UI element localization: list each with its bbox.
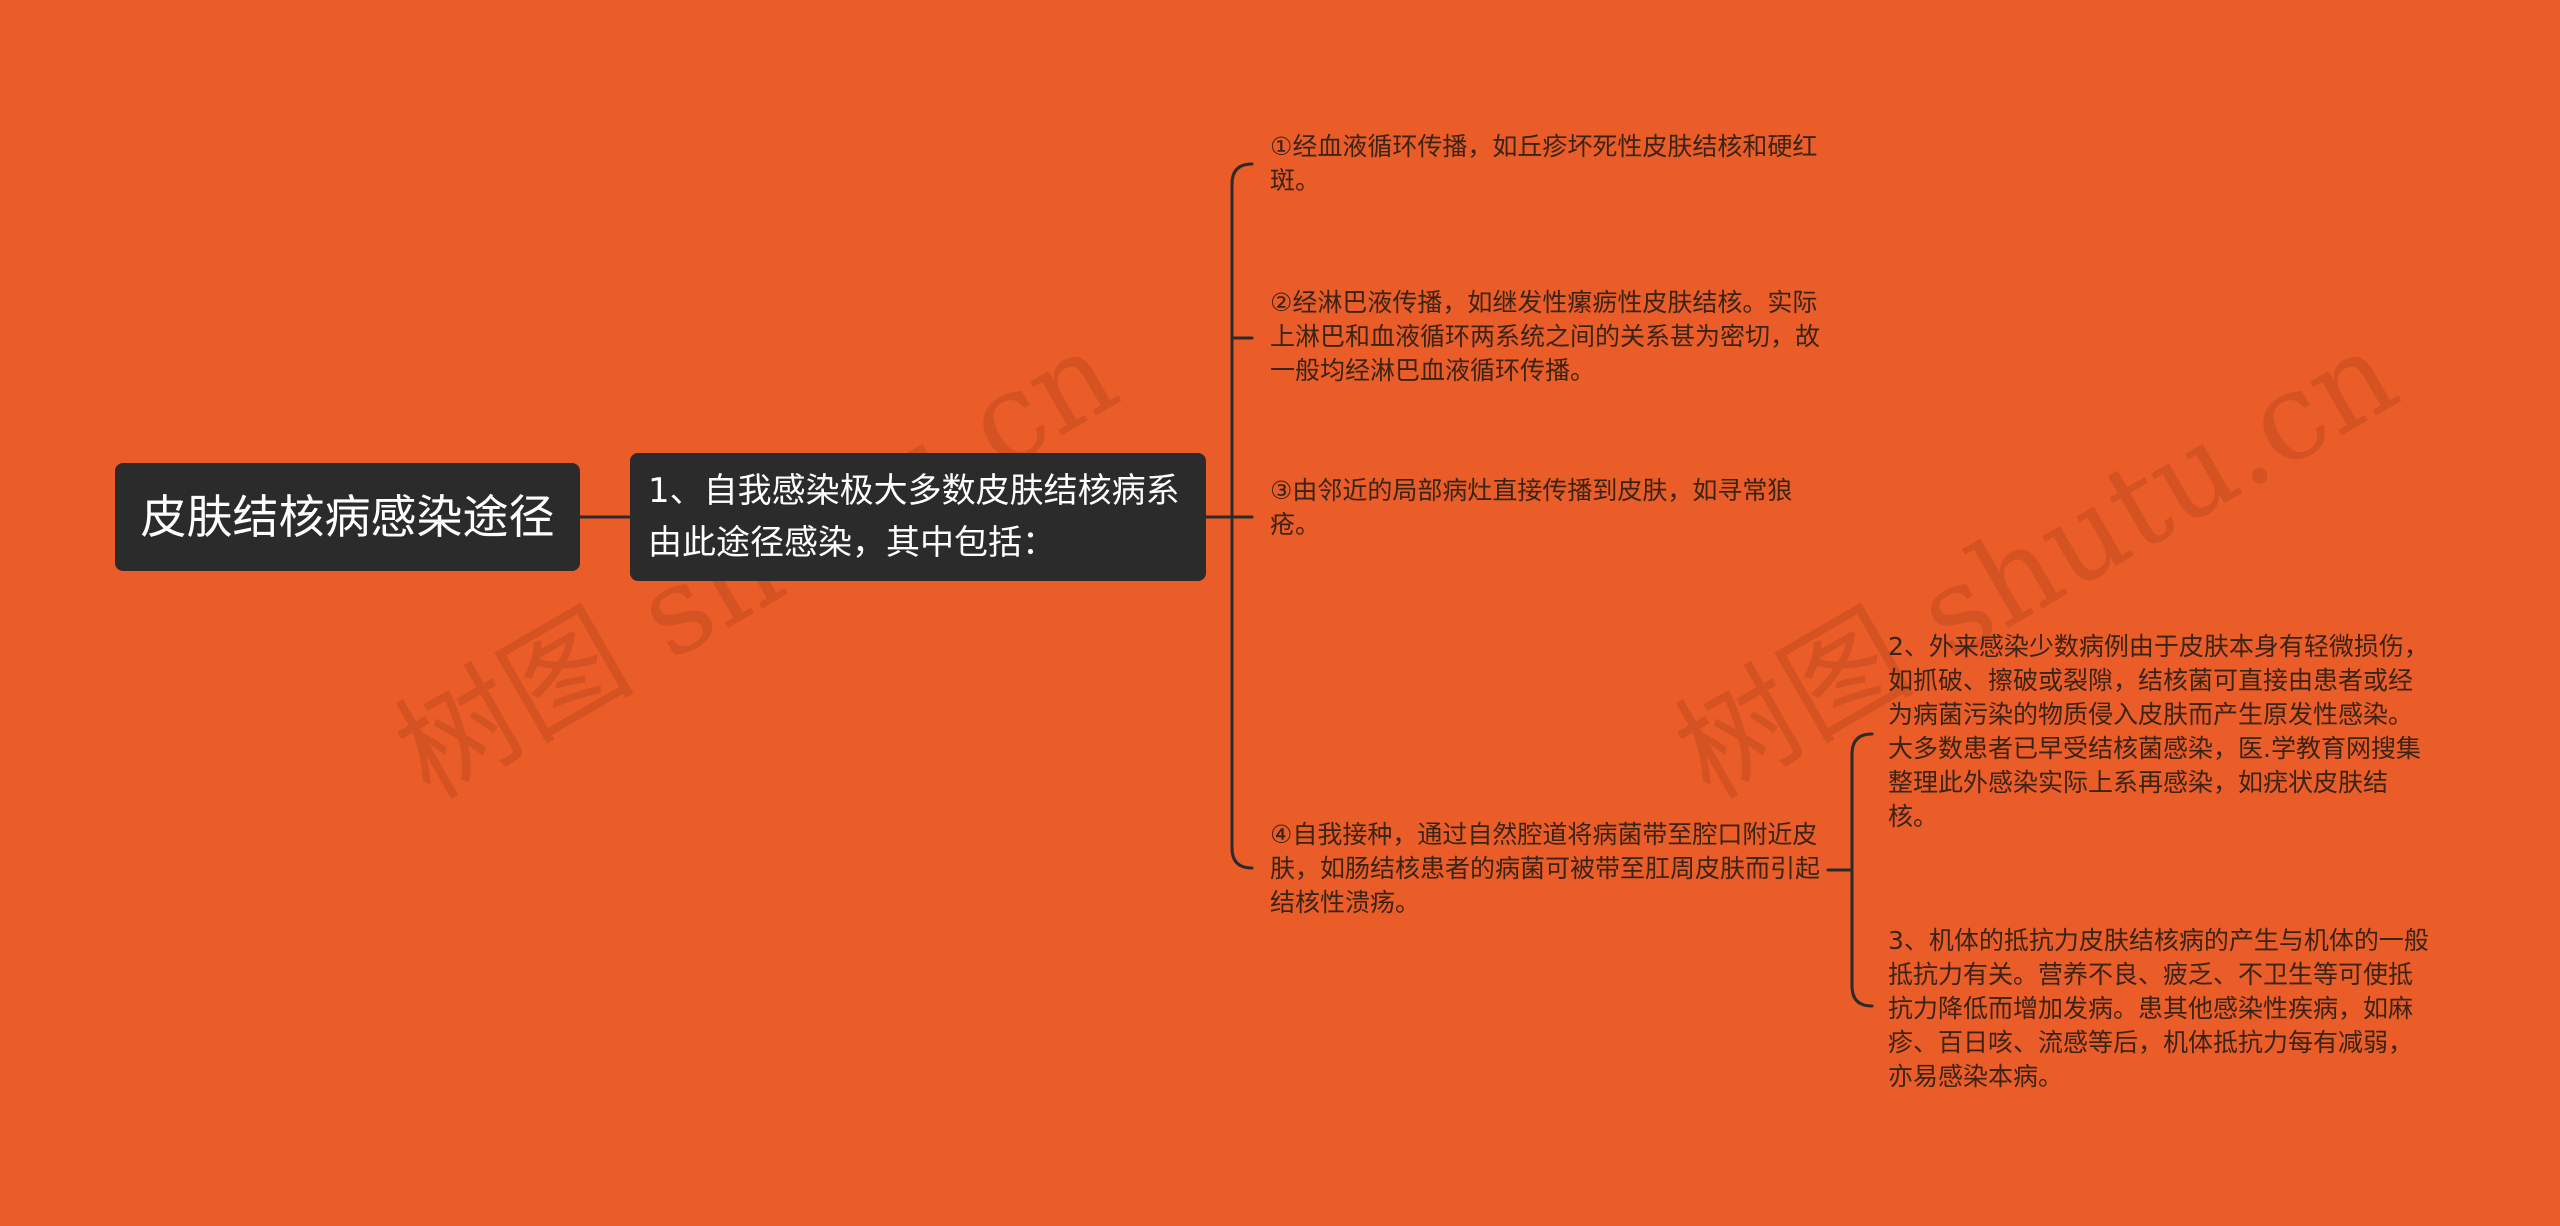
leaf-node-3[interactable]: ③由邻近的局部病灶直接传播到皮肤，如寻常狼疮。 <box>1270 476 1793 539</box>
root-node[interactable]: 皮肤结核病感染途径 <box>115 463 580 571</box>
leaf-node-1[interactable]: ①经血液循环传播，如丘疹坏死性皮肤结核和硬红斑。 <box>1270 132 1818 195</box>
leaf-node-2[interactable]: ②经淋巴液传播，如继发性瘰疬性皮肤结核。实际上淋巴和血液循环两系统之间的关系甚为… <box>1270 288 1821 385</box>
sub-leaf-node-1[interactable]: 2、外来感染少数病例由于皮肤本身有轻微损伤，如抓破、擦破或裂隙，结核菌可直接由患… <box>1888 632 2429 831</box>
sub-leaf-node-2[interactable]: 3、机体的抵抗力皮肤结核病的产生与机体的一般抵抗力有关。营养不良、疲乏、不卫生等… <box>1888 926 2429 1091</box>
leaf-node-4[interactable]: ④自我接种，通过自然腔道将病菌带至腔口附近皮肤，如肠结核患者的病菌可被带至肛周皮… <box>1270 820 1821 917</box>
connector-leaf4-bracket <box>1850 732 1874 1008</box>
branch1-node[interactable]: 1、自我感染极大多数皮肤结核病系由此途径感染，其中包括： <box>630 453 1206 581</box>
